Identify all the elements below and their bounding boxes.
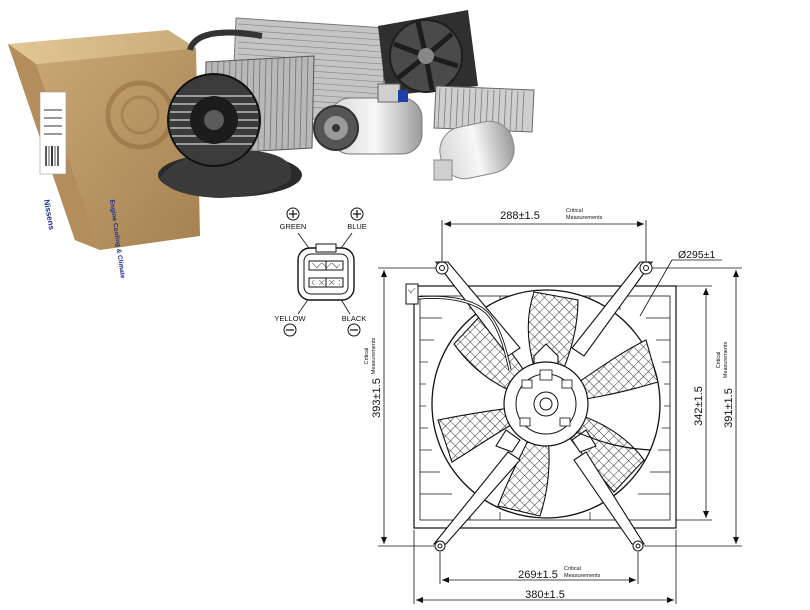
dim-bottom-inner-width: 269±1.5 <box>518 569 558 581</box>
heater-core-image <box>433 85 535 133</box>
ac-compressor-image <box>313 83 423 155</box>
dim-inner-height: 342±1.5 <box>693 386 705 426</box>
pin-green-polarity <box>286 207 300 221</box>
box-logo: Nissens <box>42 199 56 231</box>
pin-label-green: GREEN <box>280 222 307 231</box>
dim-left-critical-2: Measurements <box>371 338 377 375</box>
dim-top-critical-1: Critical <box>566 208 583 214</box>
fan-assembly-image <box>378 10 478 96</box>
dimension-lines <box>378 220 742 604</box>
dim-bottom-critical-1: Critical <box>564 566 581 572</box>
dim-right-critical-2: Measurements <box>723 342 729 379</box>
dim-left-height: 393±1.5 <box>371 378 383 418</box>
dim-top-critical-2: Measurements <box>566 215 603 221</box>
connector-housing <box>297 243 355 301</box>
dim-right-critical-1: Critical <box>716 352 722 369</box>
pin-label-blue: BLUE <box>347 222 367 231</box>
fan-hub <box>503 361 589 447</box>
pin-label-yellow: YELLOW <box>274 314 306 323</box>
blower-motor-image <box>158 73 302 198</box>
dim-bottom-critical-2: Measurements <box>564 573 601 579</box>
receiver-drier-image <box>433 120 515 181</box>
mounting-arms <box>432 261 654 545</box>
dim-fan-diameter: Ø295±1 <box>678 249 715 261</box>
dim-right-height: 391±1.5 <box>723 388 735 428</box>
pin-yellow-polarity <box>283 323 297 337</box>
pin-black-polarity <box>347 323 361 337</box>
motor-brackets <box>495 343 597 453</box>
wire-harness <box>405 283 651 451</box>
fan-technical-drawing: 288±1.5 Critical Measurements Ø295±1 393… <box>364 208 742 604</box>
cardboard-box: Nissens Engine Cooling & Climate <box>8 30 200 279</box>
pin-blue-polarity <box>350 207 364 221</box>
dim-top-width: 288±1.5 <box>500 210 540 222</box>
dim-left-critical-1: Critical <box>364 348 370 365</box>
pin-label-black: BLACK <box>342 314 367 323</box>
dim-bottom-total-width: 380±1.5 <box>525 589 565 601</box>
product-photo: Nissens Engine Cooling & Climate <box>8 10 535 279</box>
connector-pinout: GREEN BLUE YELLOW BLACK <box>274 207 367 337</box>
